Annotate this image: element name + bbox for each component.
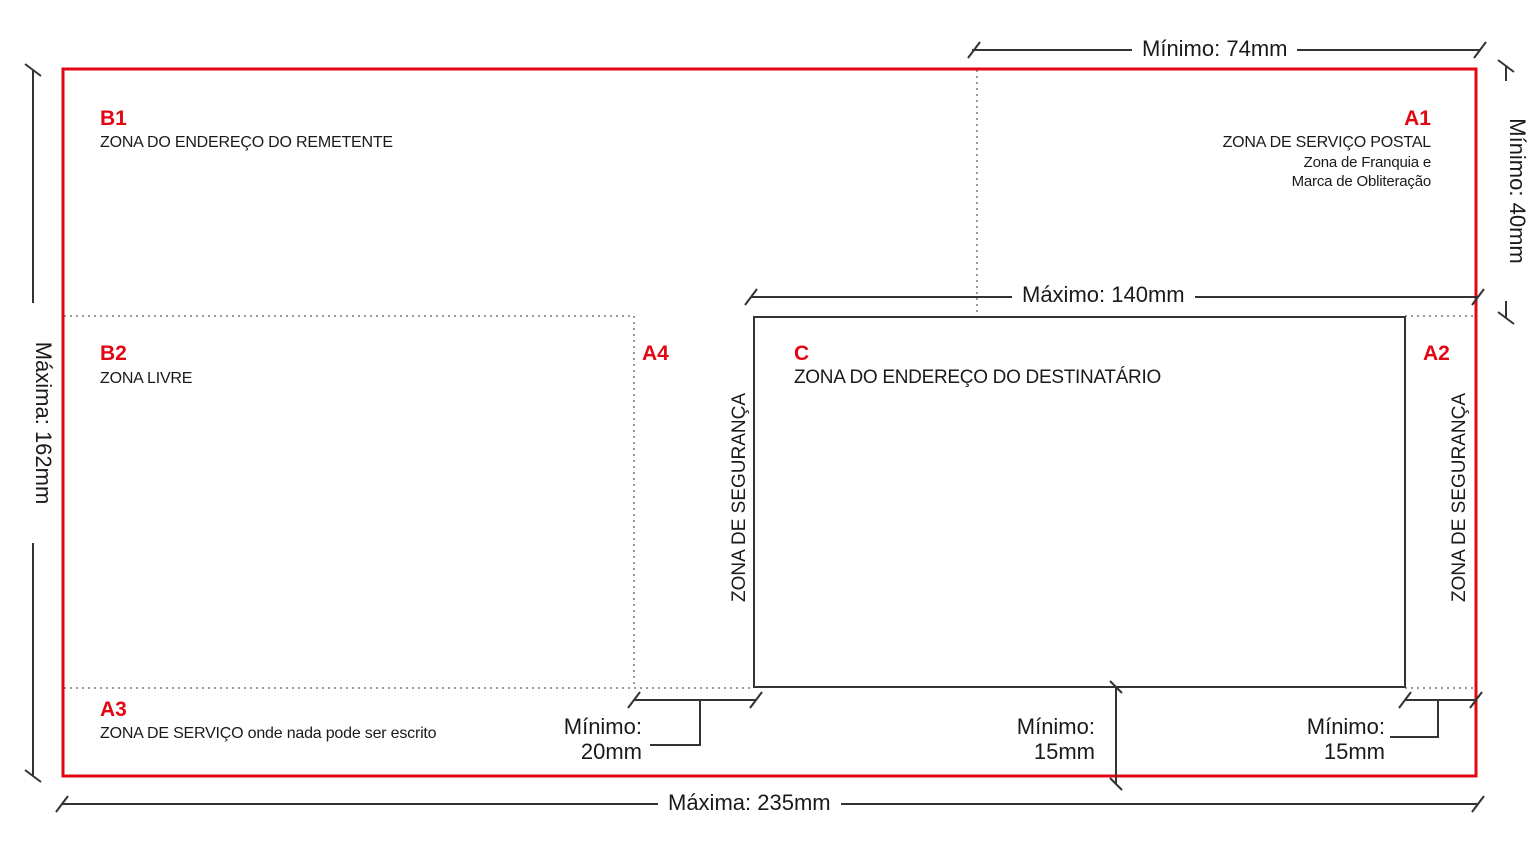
dim-right-min-height: Mínimo: 40mm (1505, 81, 1528, 301)
zone-a3-title: ZONA DE SERVIÇO onde nada pode ser escri… (100, 725, 437, 742)
dim-right-margin-line1: Mínimo: (1306, 714, 1385, 739)
tick (1109, 680, 1123, 694)
zone-b2-title: ZONA LIVRE (100, 370, 193, 387)
zone-a1-code: A1 (1404, 107, 1431, 130)
tick (55, 795, 69, 813)
tick (1471, 795, 1485, 813)
tick (627, 691, 641, 709)
dim-left-max-height: Máxima: 162mm (31, 303, 56, 543)
tick (1109, 777, 1123, 791)
tick (749, 691, 763, 709)
dim-bottom-margin-min: Mínimo: 15mm (1017, 714, 1095, 764)
zone-c-code: C (794, 342, 810, 365)
dim-bottom-margin-line1: Mínimo: (1016, 714, 1095, 739)
envelope-frame (61, 67, 1478, 778)
dim-max-address-width: Máximo: 140mm (1012, 283, 1195, 307)
zone-separators (64, 70, 1476, 689)
zone-a2-code: A2 (1423, 342, 1450, 365)
right-margin-leader (1390, 700, 1439, 738)
tick (1497, 311, 1515, 325)
safety-zone-left-label: ZONA DE SEGURANÇA (729, 392, 750, 602)
zone-a1-line3: Marca de Obliteração (1291, 173, 1432, 190)
zone-b1-title: ZONA DO ENDEREÇO DO REMETENTE (100, 134, 393, 151)
tick (1471, 288, 1485, 306)
recipient-zone-box (753, 316, 1406, 688)
tick (744, 288, 758, 306)
left-margin-leader (650, 700, 701, 746)
zone-a4-code: A4 (642, 342, 669, 365)
zone-b1-code: B1 (100, 107, 127, 130)
dim-bottom-margin-line2: 15mm (1033, 739, 1095, 764)
tick (24, 63, 42, 77)
tick (1398, 691, 1412, 709)
dim-top-min-width: Mínimo: 74mm (1132, 37, 1298, 61)
dim-left-margin-min: Mínimo: 20mm (564, 714, 642, 764)
dim-right-margin-line2: 15mm (1323, 739, 1385, 764)
dim-left-margin-line2: 20mm (580, 739, 642, 764)
zone-a1-line2: Zona de Franquia e (1303, 154, 1432, 171)
zone-b2-code: B2 (100, 342, 127, 365)
zone-a3-code: A3 (100, 698, 127, 721)
tick (24, 769, 42, 783)
safety-zone-right-label: ZONA DE SEGURANÇA (1449, 392, 1470, 602)
dim-left-margin-line1: Mínimo: (563, 714, 642, 739)
dimension-lines (24, 41, 1515, 813)
tick (1469, 691, 1483, 709)
tick (1473, 41, 1487, 59)
zone-a1-title: ZONA DE SERVIÇO POSTAL (1222, 134, 1432, 151)
dim-right-margin-min: Mínimo: 15mm (1307, 714, 1385, 764)
tick (1497, 59, 1515, 73)
tick (967, 41, 981, 59)
zone-c-title: ZONA DO ENDEREÇO DO DESTINATÁRIO (794, 367, 1161, 388)
dim-bottom-max-width: Máxima: 235mm (658, 791, 841, 815)
